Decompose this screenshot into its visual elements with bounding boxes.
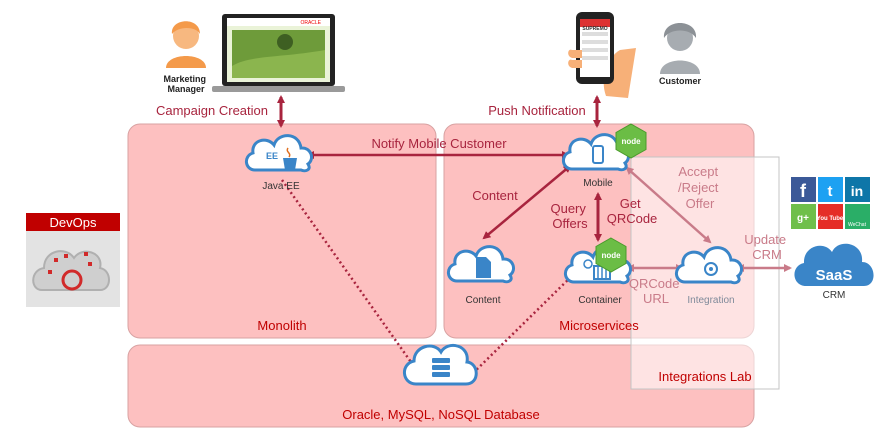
accept-reject-line: /Reject — [678, 180, 719, 195]
integration-node: Integration — [674, 246, 744, 306]
container-node: node Container — [563, 237, 633, 306]
query-offers-line: Query — [550, 201, 586, 216]
update-crm-label: Update CRM — [744, 232, 790, 262]
database-stack-icon — [432, 358, 450, 377]
content-label: Content — [465, 295, 500, 306]
twitter-icon-text: t — [828, 183, 833, 200]
qrcode-url-line: URL — [643, 291, 669, 306]
javaee-label: Java EE — [262, 181, 300, 192]
nodejs-badge-container: node — [595, 237, 627, 273]
nodejs-badge-text: node — [601, 251, 621, 260]
javaee-badge: EE — [266, 151, 278, 161]
accept-reject-label: Accept /Reject Offer — [678, 164, 722, 211]
notify-mobile-customer-label: Notify Mobile Customer — [371, 136, 507, 151]
javaee-db-link — [280, 179, 420, 373]
content-arrow — [482, 164, 572, 240]
twitter-icon — [818, 177, 843, 202]
integration-icon — [704, 262, 718, 276]
google-plus-icon — [791, 204, 816, 229]
content-node: Content — [446, 245, 516, 306]
nodejs-badge-text: node — [621, 137, 641, 146]
monolith-label: Monolith — [257, 318, 306, 333]
saas-badge: SaaS — [816, 267, 853, 284]
devops-panel: DevOps — [26, 213, 120, 307]
customer-label: Customer — [659, 76, 702, 86]
wechat-icon-text: WeChat — [848, 222, 867, 228]
query-offers-line: Offers — [552, 216, 588, 231]
saas-cloud-icon — [794, 243, 874, 286]
integration-label: Integration — [687, 295, 734, 306]
content-edge-label: Content — [472, 188, 518, 203]
accept-reject-line: Accept — [678, 164, 718, 179]
laptop-brand: ORACLE — [300, 20, 321, 26]
accept-reject-arrow — [625, 166, 712, 244]
marketing-manager-label: Marketing Manager — [163, 74, 208, 94]
phone-brand: SUPREMO — [582, 26, 607, 32]
youtube-icon-text: You Tube — [817, 216, 844, 222]
update-crm-line: Update — [744, 232, 786, 247]
customer-icon — [660, 23, 700, 74]
database-label: Oracle, MySQL, NoSQL Database — [342, 407, 540, 422]
mobile-node: node Mobile — [561, 123, 647, 189]
linkedin-icon-text: in — [851, 183, 863, 199]
accept-reject-line: Offer — [686, 196, 715, 211]
marketing-manager-icon — [166, 21, 206, 68]
integrations-lab-label: Integrations Lab — [658, 369, 751, 384]
smartphone-icon: SUPREMO — [568, 12, 636, 98]
document-icon — [476, 257, 491, 278]
facebook-icon — [791, 177, 816, 202]
update-crm-line: CRM — [752, 247, 782, 262]
linkedin-icon — [845, 177, 870, 202]
microservices-label: Microservices — [559, 318, 639, 333]
wechat-icon — [845, 204, 870, 229]
java-cup-icon — [283, 147, 297, 170]
saas-crm-node: SaaS CRM — [794, 243, 874, 301]
facebook-icon-text: f — [800, 181, 807, 201]
mobile-label: Mobile — [583, 178, 613, 189]
laptop-icon: ORACLE — [212, 14, 345, 92]
container-db-link — [465, 269, 579, 381]
get-qrcode-line: Get — [620, 196, 641, 211]
mobile-phone-icon — [592, 145, 604, 164]
marketing-manager-line: Marketing — [163, 74, 206, 84]
database-node — [403, 343, 478, 386]
crm-label: CRM — [823, 290, 846, 301]
social-icons: f t in g+ You Tube WeChat — [791, 177, 870, 229]
get-qrcode-label: Get QRCode — [607, 196, 658, 226]
youtube-icon — [818, 204, 843, 229]
marketing-manager-line: Manager — [167, 84, 205, 94]
query-offers-label: Query Offers — [550, 201, 589, 231]
nodejs-badge-mobile: node — [615, 123, 647, 159]
qrcode-url-line: QRCode — [629, 276, 680, 291]
campaign-creation-label: Campaign Creation — [156, 103, 268, 118]
qrcode-url-label: QRCode URL — [629, 276, 683, 306]
javaee-node: EE Java EE — [244, 134, 314, 192]
google-plus-icon-text: g+ — [797, 213, 809, 224]
push-notification-label: Push Notification — [488, 103, 586, 118]
get-qrcode-line: QRCode — [607, 211, 658, 226]
container-label: Container — [578, 295, 622, 306]
devops-title: DevOps — [50, 215, 97, 230]
